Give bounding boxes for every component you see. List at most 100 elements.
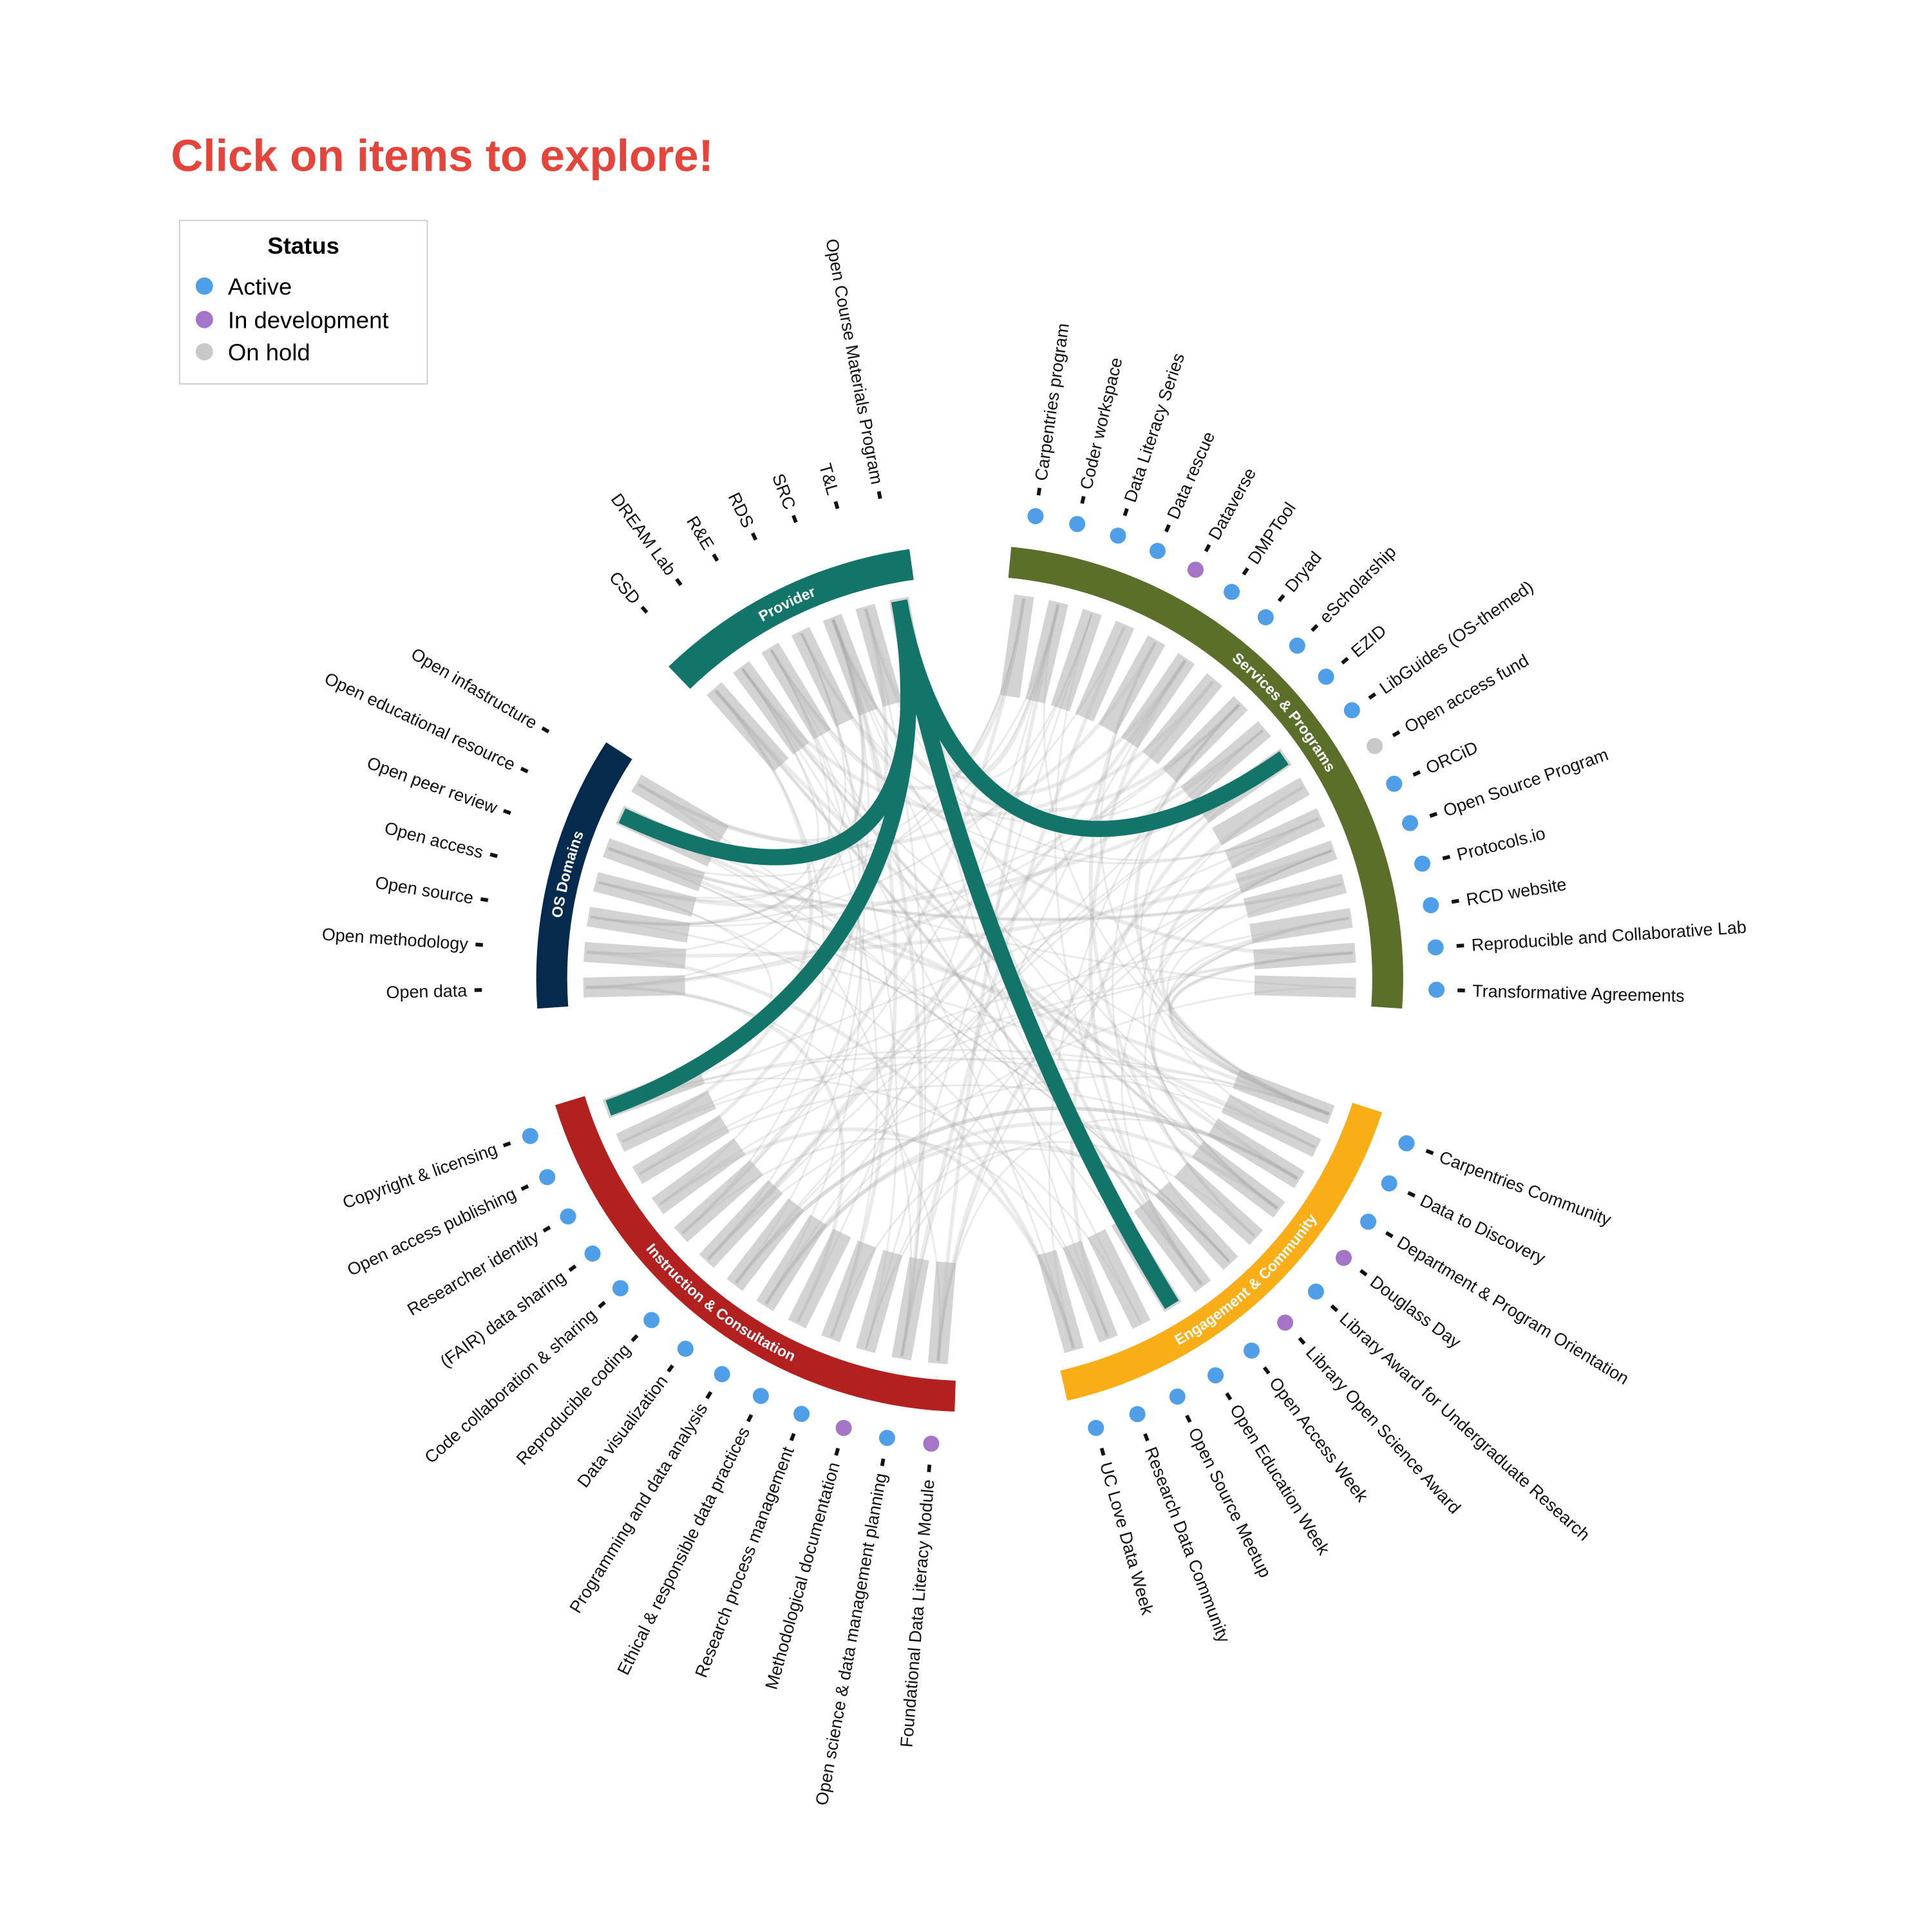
chord-end[interactable] <box>1121 652 1195 748</box>
chord-end[interactable] <box>699 1180 783 1268</box>
chord-end[interactable] <box>788 1228 851 1329</box>
chord[interactable] <box>681 598 1026 1235</box>
chord-end[interactable] <box>652 1138 746 1215</box>
chord[interactable] <box>1070 756 1285 1338</box>
chord[interactable] <box>741 667 1279 1210</box>
chord-end[interactable] <box>602 838 705 891</box>
item-data-visualization[interactable]: Data visualization <box>574 1340 694 1491</box>
chord[interactable] <box>797 604 1059 1323</box>
chord[interactable] <box>1054 614 1202 1285</box>
item-label[interactable]: Carpentries program <box>1031 322 1072 482</box>
chord-end[interactable] <box>1155 1181 1238 1270</box>
chord-end[interactable] <box>1208 1118 1305 1189</box>
chord-end[interactable] <box>1180 721 1271 802</box>
chord[interactable] <box>659 619 870 1206</box>
item-protocols-io[interactable]: Protocols.io <box>1414 824 1548 872</box>
chord[interactable] <box>765 987 1354 1305</box>
item-label[interactable]: Library Open Science Award <box>1302 1343 1464 1517</box>
chord[interactable] <box>585 704 1240 989</box>
chord[interactable] <box>707 632 861 1260</box>
item-label[interactable]: ORCiD <box>1423 737 1481 778</box>
chord[interactable] <box>936 604 1060 1361</box>
chord[interactable] <box>735 757 1285 1284</box>
chord[interactable] <box>735 849 1332 1284</box>
item-label[interactable]: DREAM Lab <box>607 490 680 579</box>
chord-end[interactable] <box>1224 808 1325 869</box>
chord[interactable] <box>621 1057 1330 1143</box>
chord-end[interactable] <box>1162 696 1248 782</box>
chord[interactable] <box>591 626 1125 925</box>
chord-end[interactable] <box>856 1249 903 1354</box>
item-open-educational-resource[interactable]: Open educational resource <box>321 668 529 774</box>
chord[interactable] <box>741 668 1330 1115</box>
item-label[interactable]: DMPTool <box>1244 498 1300 567</box>
chord-end[interactable] <box>761 642 831 740</box>
item-label[interactable]: EZID <box>1347 621 1390 661</box>
item-open-methodology[interactable]: Open methodology <box>321 925 484 954</box>
chord[interactable] <box>770 649 1142 1323</box>
group-arc-os-domains[interactable] <box>536 742 632 1009</box>
chord-end[interactable] <box>1221 1094 1321 1157</box>
group-arc-engagement-community[interactable] <box>1060 1103 1382 1401</box>
chord-end[interactable] <box>1233 1070 1335 1124</box>
chord[interactable] <box>706 659 1187 1261</box>
chord[interactable] <box>765 649 862 1305</box>
chord[interactable] <box>864 608 927 1357</box>
chord-end[interactable] <box>1063 1240 1118 1343</box>
chord-end[interactable] <box>631 774 729 843</box>
chord-end[interactable] <box>583 975 685 998</box>
chord[interactable] <box>608 848 1230 1262</box>
chord-end[interactable] <box>1133 1199 1211 1293</box>
item-label[interactable]: Open educational resource <box>321 668 518 774</box>
chord[interactable] <box>707 1075 1330 1260</box>
item-label[interactable]: Transformative Agreements <box>1472 981 1685 1006</box>
chord[interactable] <box>770 649 898 1349</box>
item-open-access-week[interactable]: Open Access Week <box>1243 1342 1372 1506</box>
item-label[interactable]: Code collaboration & sharing <box>421 1305 600 1467</box>
chord[interactable] <box>1088 659 1203 1286</box>
chord[interactable] <box>586 849 1332 958</box>
chord[interactable] <box>598 881 1109 1338</box>
chord[interactable] <box>639 952 1353 1175</box>
chord-end[interactable] <box>855 603 902 707</box>
chord[interactable] <box>621 917 1349 1143</box>
highlighted-chord[interactable] <box>891 599 1179 1309</box>
item-carpentries-community[interactable]: Carpentries Community <box>1398 1135 1615 1230</box>
chord-end[interactable] <box>1253 943 1356 970</box>
chord[interactable] <box>659 952 1353 1206</box>
item-label[interactable]: Open methodology <box>321 925 469 954</box>
item-src[interactable]: SRC <box>768 471 799 524</box>
chord-end[interactable] <box>999 594 1034 698</box>
chord-end[interactable] <box>726 1198 804 1291</box>
item-label[interactable]: R&E <box>683 513 717 553</box>
item-transformative-agreements[interactable]: Transformative Agreements <box>1428 981 1685 1006</box>
chord[interactable] <box>936 786 1304 1361</box>
item-dryad[interactable]: Dryad <box>1257 548 1325 626</box>
group-arc-instruction-consultation[interactable] <box>555 1095 956 1412</box>
item-label[interactable]: Coder workspace <box>1076 355 1126 491</box>
chord[interactable] <box>608 1056 1316 1148</box>
chord-end[interactable] <box>1025 600 1068 704</box>
item-foundational-data-literacy-module[interactable]: Foundational Data Literacy Module <box>896 1435 940 1748</box>
chord[interactable] <box>706 680 1215 1261</box>
chord-end[interactable] <box>1191 1141 1285 1218</box>
highlighted-chord[interactable] <box>605 599 916 1116</box>
chord-end[interactable] <box>791 627 854 727</box>
chord[interactable] <box>591 916 1316 1148</box>
item-csd[interactable]: CSD <box>605 568 649 614</box>
chord[interactable] <box>741 668 1278 1209</box>
item-label[interactable]: SRC <box>768 471 799 512</box>
group-arc-services-programs[interactable] <box>1008 547 1403 1009</box>
chord[interactable] <box>829 619 898 1338</box>
chord-end[interactable] <box>756 1215 828 1312</box>
chord[interactable] <box>608 1048 1330 1115</box>
chord[interactable] <box>741 668 878 1337</box>
chord[interactable] <box>714 689 1299 1180</box>
group-arc-provider[interactable] <box>668 549 914 689</box>
chord[interactable] <box>865 614 1093 1349</box>
chord-end[interactable] <box>674 1160 764 1242</box>
chord-end[interactable] <box>1037 1249 1084 1354</box>
chord[interactable] <box>639 1084 1298 1180</box>
chord-end[interactable] <box>616 1090 717 1152</box>
item-orcid[interactable]: ORCiD <box>1386 737 1481 792</box>
